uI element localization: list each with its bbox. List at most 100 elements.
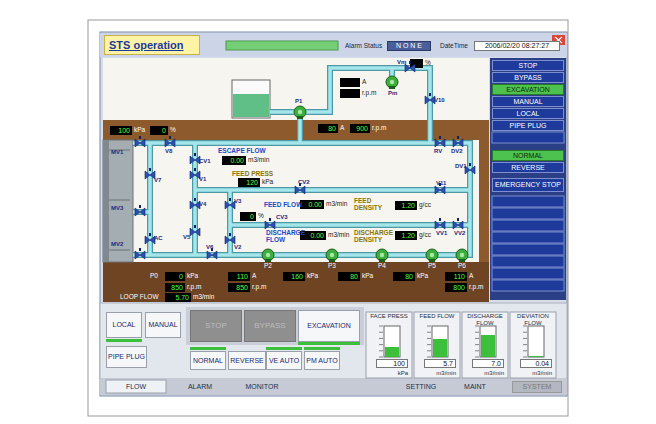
- text-label: kPa: [362, 272, 373, 279]
- label-text: 2006/02/20 08:27:27: [485, 42, 549, 50]
- label-text: NORMAL: [193, 357, 223, 365]
- control-panel: [298, 342, 360, 345]
- gauge-frame: [427, 338, 431, 339]
- text-label: P2: [264, 262, 272, 269]
- label-text: FEED FLOW: [415, 313, 459, 320]
- label-text: LOCAL: [113, 321, 136, 329]
- gauge-frame: [523, 326, 527, 327]
- text-label: LOOP FLOW: [120, 293, 159, 300]
- valve-symbol: [190, 198, 200, 209]
- text-label: VV2: [454, 230, 465, 237]
- plant-diagram: [103, 262, 489, 302]
- gauge-frame: [523, 338, 527, 339]
- valve-symbol: [190, 225, 200, 236]
- menu-panel: [490, 58, 566, 300]
- text-label: AC: [154, 235, 163, 242]
- menu-button: STOP: [492, 60, 564, 71]
- text-label: r.p.m: [469, 283, 483, 290]
- label-text: REVERSE: [511, 164, 544, 172]
- text-label: Alarm Status: [345, 42, 382, 49]
- gauge-panel: DEVIATION FLOW0.04m3/min: [510, 312, 556, 378]
- text-label: kPa: [307, 272, 318, 279]
- text-label: r.p.m: [252, 283, 266, 290]
- menu-panel: [492, 132, 564, 143]
- label-text: MONITOR: [246, 383, 279, 391]
- control-panel: [190, 347, 226, 350]
- valve-symbol: [425, 93, 435, 104]
- label-text: VE AUTO: [269, 357, 299, 365]
- value-display: 0: [240, 212, 256, 221]
- text-label: P4: [378, 262, 386, 269]
- plant-diagram: [133, 68, 470, 255]
- gauge-frame: [475, 344, 479, 345]
- text-label: V4: [199, 201, 206, 208]
- plant-diagram: [103, 140, 133, 262]
- text-label: %: [258, 212, 264, 219]
- text-label: P0: [150, 272, 158, 279]
- text-label: A: [252, 272, 256, 279]
- plant-diagram: [103, 58, 489, 302]
- menu-panel: [492, 220, 564, 231]
- gauge-frame: [427, 326, 431, 327]
- menu-button: BYPASS: [492, 72, 564, 83]
- label-text: 80: [350, 273, 358, 281]
- menu-button: PIPE PLUG: [492, 120, 564, 131]
- value-display: 0.00: [222, 156, 246, 165]
- tab-bar: [100, 379, 567, 395]
- gauge-frame: [427, 350, 431, 351]
- menu-button: EXCAVATION: [492, 84, 564, 95]
- menu-button: EMERGENCY STOP: [492, 178, 564, 192]
- gauge-frame: [462, 312, 508, 378]
- label-text: BYPASS: [254, 322, 285, 330]
- valve-symbol: [435, 136, 445, 147]
- valve-symbol: [453, 218, 463, 229]
- control-button: BYPASS: [244, 310, 296, 342]
- label-text: 160: [291, 273, 303, 281]
- valve-symbol: [225, 233, 235, 244]
- menu-panel: [492, 244, 564, 255]
- gauge-frame: [475, 338, 479, 339]
- label-text: 800: [453, 284, 465, 292]
- text-label: RV: [434, 148, 442, 155]
- tab-button: MAINT: [450, 381, 500, 393]
- gauge-frame: [433, 339, 447, 357]
- plant-diagram: [340, 89, 360, 98]
- pump-symbol: [376, 249, 388, 262]
- gauge-frame: [427, 357, 431, 358]
- label-text: PIPE PLUG: [108, 353, 145, 361]
- gauge-frame: [379, 350, 383, 351]
- pump-symbol: [262, 76, 468, 262]
- text-label: kPa: [187, 272, 198, 279]
- control-panel: [266, 347, 302, 350]
- text-label: V7: [154, 177, 161, 184]
- text-label: ESCAPE FLOW: [218, 147, 266, 154]
- value-display: 80: [338, 272, 360, 281]
- gauge-frame: [523, 350, 527, 351]
- label-text: FACE PRESS: [367, 313, 411, 320]
- valve-symbol: [405, 61, 415, 72]
- tab-button: FLOW: [106, 381, 166, 393]
- label-text: 0.04: [520, 359, 552, 368]
- control-button: EXCAVATION: [298, 310, 360, 342]
- window-frame: [100, 32, 567, 396]
- text-label: kPa: [134, 126, 145, 133]
- gauge-panel: DISCHARGE FLOW7.0m3/min: [462, 312, 508, 378]
- value-display: 80: [318, 124, 338, 133]
- gauge-frame: [379, 326, 383, 327]
- value-display: 0: [150, 126, 168, 135]
- label-text: 5.7: [424, 359, 456, 368]
- label-text: STOP: [519, 62, 538, 70]
- gauge-frame: [379, 344, 383, 345]
- label-text: 0: [250, 213, 254, 221]
- text-label: FEED DENSITY: [354, 197, 394, 211]
- control-panel: [304, 347, 340, 350]
- label-text: 1.20: [401, 232, 415, 240]
- gauge-frame: [366, 312, 412, 378]
- gauge-panel: FEED FLOW5.7m3/min: [414, 312, 460, 378]
- pump-symbol: [326, 249, 338, 262]
- menu-panel: [492, 256, 564, 267]
- menu-panel: [490, 58, 566, 300]
- window-frame: [88, 20, 568, 416]
- valve-symbol: [135, 136, 145, 147]
